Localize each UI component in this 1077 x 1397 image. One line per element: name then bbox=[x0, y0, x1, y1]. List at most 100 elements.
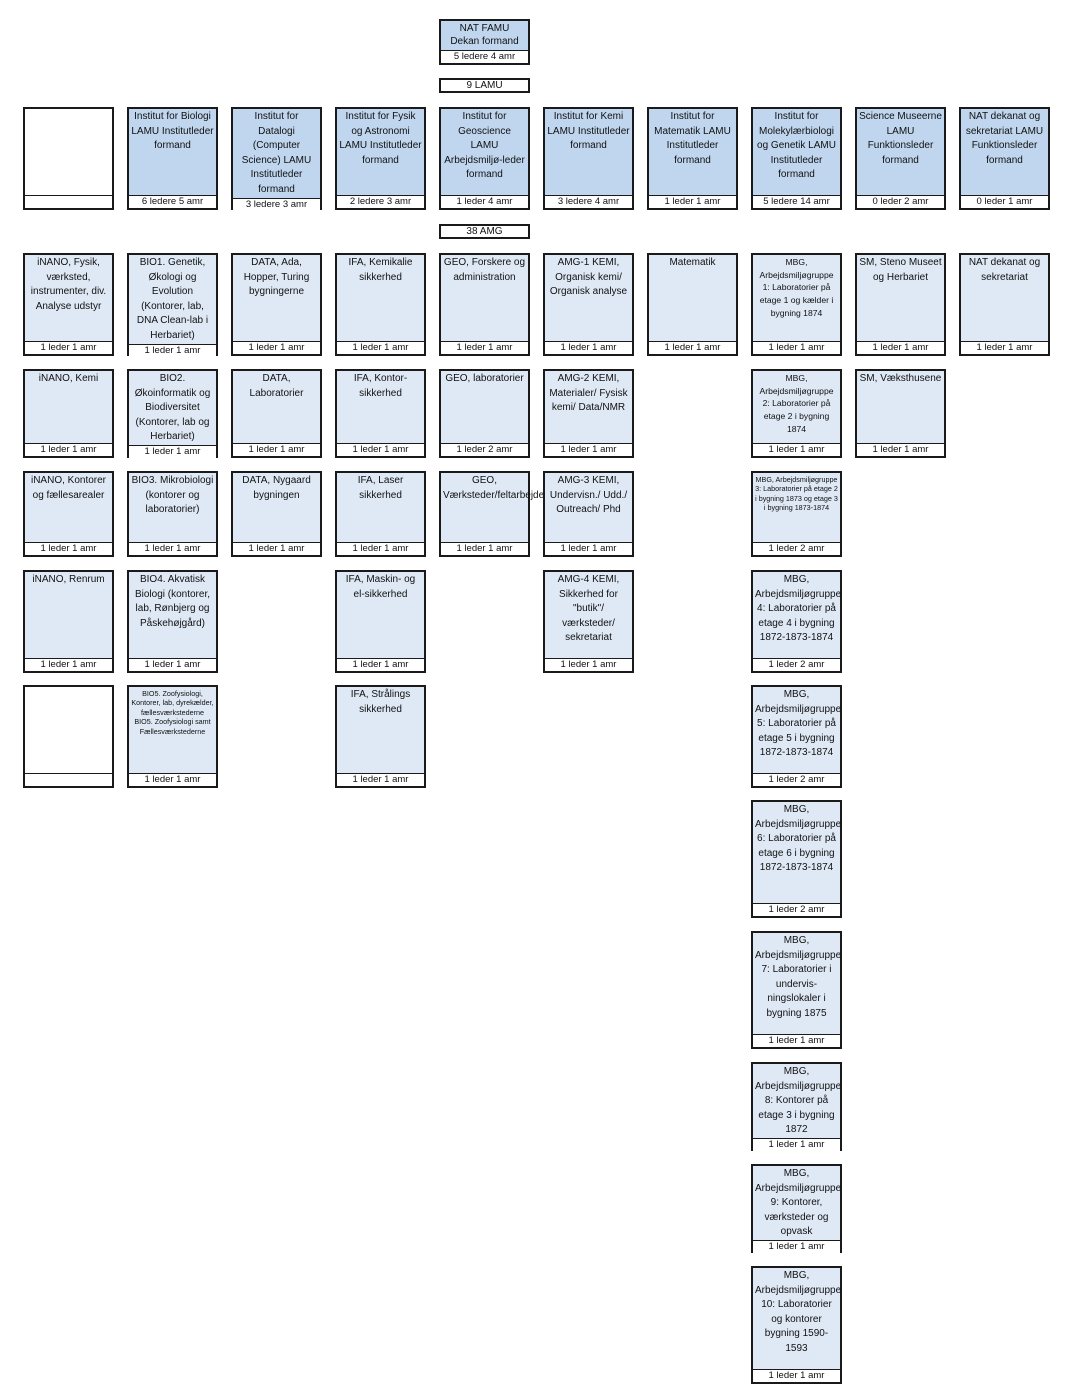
node-footer: 1 leder 1 amr bbox=[25, 443, 112, 456]
node-footer: 5 ledere 4 amr bbox=[441, 50, 528, 63]
amg-bio-2: BIO2. Økoinformatik og Biodiversitet (Ko… bbox=[127, 369, 218, 458]
node-title: iNANO, Renrum bbox=[32, 574, 105, 585]
amg-geo-2: GEO, laboratorier 1 leder 2 amr bbox=[439, 369, 530, 458]
node-title: MBG, Arbejdsmiljøgruppe 4: Laboratorier … bbox=[755, 574, 842, 644]
node-title: Institut for Datalogi (Computer Science)… bbox=[241, 111, 312, 195]
node-footer: 1 leder 1 amr bbox=[337, 542, 424, 555]
node-title: IFA, Laser sikkerhed bbox=[357, 475, 404, 501]
amg-mbg-6: MBG, Arbejdsmiljøgruppe 6: Laboratorier … bbox=[751, 800, 842, 918]
node-title: SM, Væksthusene bbox=[859, 373, 942, 384]
lamu-datalogi: Institut for Datalogi (Computer Science)… bbox=[231, 107, 322, 211]
node-footer: 1 leder 1 amr bbox=[337, 341, 424, 354]
node-footer: 1 leder 1 amr bbox=[753, 443, 840, 456]
node-title: IFA, Maskin- og el-sikkerhed bbox=[345, 574, 416, 600]
node-footer: 1 leder 1 amr bbox=[441, 542, 528, 555]
amg-bio-3: BIO3. Mikrobiologi (kontorer og laborato… bbox=[127, 471, 218, 557]
node-footer: 1 leder 1 amr bbox=[441, 341, 528, 354]
node-footer: 1 leder 1 amr bbox=[337, 443, 424, 456]
amg-ifa-4: IFA, Maskin- og el-sikkerhed 1 leder 1 a… bbox=[335, 570, 426, 673]
node-footer: 1 leder 1 amr bbox=[129, 343, 216, 357]
node-title: GEO, Forskere og administration bbox=[443, 257, 526, 283]
node-footer: 1 leder 2 amr bbox=[441, 443, 528, 456]
node-title: DATA, Ada, Hopper, Turing bygningerne bbox=[243, 257, 310, 298]
node-title: MBG, Arbejdsmiljøgruppe 3: Laboratorier … bbox=[755, 475, 838, 513]
lamu-mbg: Institut for Molekylærbiologi og Genetik… bbox=[751, 107, 842, 210]
amg-inano-4: iNANO, Renrum 1 leder 1 amr bbox=[23, 570, 114, 673]
node-title: GEO, Værksteder/feltarbejde bbox=[443, 475, 545, 501]
node-title: iNANO, Fysik, værksted, instrumenter, di… bbox=[30, 257, 107, 312]
node-title: AMG-2 KEMI, Materialer/ Fysisk kemi/ Dat… bbox=[549, 373, 628, 414]
node-footer: 1 leder 2 amr bbox=[753, 773, 840, 786]
amg-nat-dekanat: NAT dekanat og sekretariat 1 leder 1 amr bbox=[959, 253, 1050, 356]
amg-sm-1: SM, Steno Museet og Herbariet 1 leder 1 … bbox=[855, 253, 946, 356]
node-footer: 1 leder 1 amr bbox=[649, 341, 736, 354]
node-footer: 0 leder 2 amr bbox=[857, 195, 944, 208]
amg-inano-empty bbox=[23, 685, 114, 788]
amg-data-2: DATA, Laboratorier 1 leder 1 amr bbox=[231, 369, 322, 458]
amg-kemi-1: AMG-1 KEMI, Organisk kemi/ Organisk anal… bbox=[543, 253, 634, 356]
amg-mbg-9: MBG, Arbejdsmiljøgruppe 9: Kontorer, vær… bbox=[751, 1164, 842, 1253]
node-title: BIO1. Genetik, Økologi og Evolution (Kon… bbox=[136, 257, 209, 341]
amg-bio-1: BIO1. Genetik, Økologi og Evolution (Kon… bbox=[127, 253, 218, 357]
node-footer: 1 leder 1 amr bbox=[25, 658, 112, 671]
node-title: Institut for Fysik og Astronomi LAMU Ins… bbox=[339, 111, 422, 166]
node-title: IFA, Kemikalie sikkerhed bbox=[348, 257, 413, 283]
node-title: IFA, Strålings sikkerhed bbox=[350, 689, 411, 715]
node-footer: 1 leder 1 amr bbox=[857, 341, 944, 354]
lamu-geoscience: Institut for Geoscience LAMU Arbejdsmilj… bbox=[439, 107, 530, 210]
node-title: NAT dekanat og sekretariat bbox=[968, 257, 1041, 283]
node-title: MBG, Arbejdsmiljøgruppe 8: Kontorer på e… bbox=[755, 1066, 842, 1136]
lamu-count-label: 9 LAMU bbox=[439, 78, 530, 93]
node-footer: 1 leder 1 amr bbox=[753, 1034, 840, 1047]
node-footer: 1 leder 1 amr bbox=[129, 773, 216, 786]
node-title: GEO, laboratorier bbox=[445, 373, 524, 384]
node-footer: 1 leder 1 amr bbox=[545, 443, 632, 456]
node-footer: 1 leder 1 amr bbox=[753, 341, 840, 354]
node-footer: 1 leder 1 amr bbox=[25, 542, 112, 555]
amg-ifa-1: IFA, Kemikalie sikkerhed 1 leder 1 amr bbox=[335, 253, 426, 356]
lamu-matematik: Institut for Matematik LAMU Institutlede… bbox=[647, 107, 738, 210]
node-footer: 6 ledere 5 amr bbox=[129, 195, 216, 208]
node-title: BIO2. Økoinformatik og Biodiversitet (Ko… bbox=[134, 373, 211, 443]
node-footer: 1 leder 1 amr bbox=[961, 341, 1048, 354]
amg-ifa-3: IFA, Laser sikkerhed 1 leder 1 amr bbox=[335, 471, 426, 557]
node-footer: 1 leder 2 amr bbox=[753, 542, 840, 555]
node-title: Institut for Geoscience LAMU Arbejdsmilj… bbox=[444, 111, 525, 181]
node-footer: 3 ledere 3 amr bbox=[233, 197, 320, 211]
nat-famu-box: NAT FAMU Dekan formand 5 ledere 4 amr bbox=[439, 19, 530, 65]
node-footer: 1 leder 1 amr bbox=[545, 341, 632, 354]
node-title bbox=[25, 109, 112, 195]
amg-inano-1: iNANO, Fysik, værksted, instrumenter, di… bbox=[23, 253, 114, 356]
node-title: MBG, Arbejdsmiljøgruppe 2: Laboratorier … bbox=[759, 373, 834, 434]
amg-mbg-2: MBG, Arbejdsmiljøgruppe 2: Laboratorier … bbox=[751, 369, 842, 458]
node-footer bbox=[25, 773, 112, 786]
node-title: MBG, Arbejdsmiljøgruppe 6: Laboratorier … bbox=[755, 804, 842, 874]
node-footer: 1 leder 1 amr bbox=[857, 443, 944, 456]
lamu-science-museerne: Science Museerne LAMU Funktionsleder for… bbox=[855, 107, 946, 210]
amg-mbg-7: MBG, Arbejdsmiljøgruppe 7: Laboratorier … bbox=[751, 931, 842, 1049]
node-title: Science Museerne LAMU Funktionsleder for… bbox=[859, 111, 942, 166]
node-title: MBG, Arbejdsmiljøgruppe 9: Kontorer, vær… bbox=[755, 1168, 842, 1238]
node-footer: 1 leder 1 amr bbox=[545, 542, 632, 555]
node-footer: 0 leder 1 amr bbox=[961, 195, 1048, 208]
node-footer: 1 leder 1 amr bbox=[753, 1239, 840, 1253]
node-footer: 1 leder 1 amr bbox=[337, 773, 424, 786]
node-footer: 1 leder 1 amr bbox=[649, 195, 736, 208]
node-title: Institut for Matematik LAMU Institutlede… bbox=[654, 111, 731, 166]
amg-inano-2: iNANO, Kemi 1 leder 1 amr bbox=[23, 369, 114, 458]
amg-count-label: 38 AMG bbox=[439, 224, 530, 239]
amg-mbg-10: MBG, Arbejdsmiljøgruppe 10: Laboratorier… bbox=[751, 1266, 842, 1384]
node-footer bbox=[25, 195, 112, 208]
node-footer: 1 leder 1 amr bbox=[233, 542, 320, 555]
node-title: MBG, Arbejdsmiljøgruppe 7: Laboratorier … bbox=[755, 935, 842, 1019]
node-footer: 2 ledere 3 amr bbox=[337, 195, 424, 208]
node-title: NAT dekanat og sekretariat LAMU Funktion… bbox=[965, 111, 1044, 166]
node-title bbox=[25, 687, 112, 773]
amg-mbg-8: MBG, Arbejdsmiljøgruppe 8: Kontorer på e… bbox=[751, 1062, 842, 1151]
amg-ifa-5: IFA, Strålings sikkerhed 1 leder 1 amr bbox=[335, 685, 426, 788]
node-footer: 1 leder 2 amr bbox=[753, 658, 840, 671]
node-title: NAT FAMU Dekan formand bbox=[450, 23, 519, 47]
amg-geo-3: GEO, Værksteder/feltarbejde 1 leder 1 am… bbox=[439, 471, 545, 557]
lamu-fysik: Institut for Fysik og Astronomi LAMU Ins… bbox=[335, 107, 426, 210]
amg-bio-5: BIO5. Zoofysiologi, Kontorer, lab, dyrek… bbox=[127, 685, 218, 788]
